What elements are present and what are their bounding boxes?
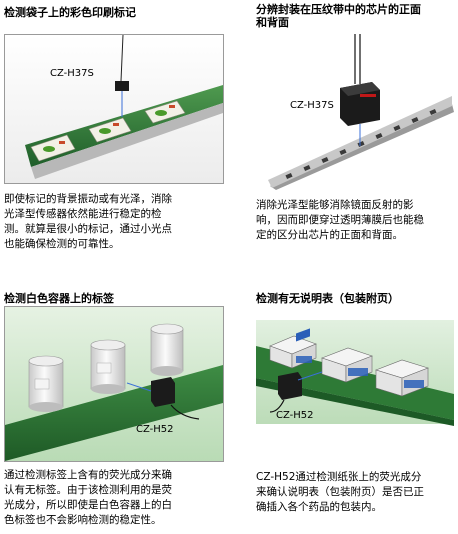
section4-image (256, 306, 454, 462)
desc-line: 也能确保检测的可靠性。 (4, 238, 120, 250)
section3-title: 检测白色容器上的标签 (4, 292, 114, 305)
section2-model-label: CZ-H37S (290, 100, 334, 111)
section2-image (256, 34, 454, 190)
title-line: 和背面 (256, 16, 289, 29)
section1-description: 即使标记的背景振动或有光泽，消除 光泽型传感器依然能进行稳定的检 测。就算是很小… (4, 192, 226, 252)
section4-title: 检测有无说明表（包装附页） (256, 292, 399, 305)
desc-line: 定的区分出芯片的正面和背面。 (256, 229, 403, 241)
section4-model-label: CZ-H52 (276, 410, 314, 421)
desc-line: 即使标记的背景振动或有光泽，消除 (4, 193, 172, 205)
desc-line: 响，因而即便穿过透明薄膜后也能稳 (256, 214, 424, 226)
desc-line: 光泽型传感器依然能进行稳定的检 (4, 208, 162, 220)
title-line: 分辨封装在压纹带中的芯片的正面 (256, 3, 421, 16)
section1-title: 检测袋子上的彩色印刷标记 (4, 6, 136, 19)
desc-line: 色标签也不会影响检测的稳定性。 (4, 514, 162, 526)
section4-description: CZ-H52通过检测纸张上的荧光成分 来确认说明表（包装附页）是否已正 确插入各… (256, 470, 456, 515)
desc-line: 来确认说明表（包装附页）是否已正 (256, 486, 424, 498)
desc-line: 通过检测标签上含有的荧光成分来确 (4, 469, 172, 481)
desc-line: 测。就算是很小的标记，通过小光点 (4, 223, 172, 235)
desc-line: 光成分，所以即使是白色容器上的白 (4, 499, 172, 511)
section2-title: 分辨封装在压纹带中的芯片的正面 和背面 (256, 3, 421, 29)
desc-line: 消除光泽型能够消除镜面反射的影 (256, 199, 414, 211)
desc-line: 认有无标签。由于该检测利用的是荧 (4, 484, 172, 496)
section3-description: 通过检测标签上含有的荧光成分来确 认有无标签。由于该检测利用的是荧 光成分，所以… (4, 468, 226, 528)
section3-image (4, 306, 224, 462)
desc-line: 确插入各个药品的包装内。 (256, 501, 382, 513)
section2-description: 消除光泽型能够消除镜面反射的影 响，因而即便穿过透明薄膜后也能稳 定的区分出芯片… (256, 198, 456, 243)
section1-image (4, 34, 224, 184)
section3-model-label: CZ-H52 (136, 424, 174, 435)
section1-model-label: CZ-H37S (50, 68, 94, 79)
desc-line: CZ-H52通过检测纸张上的荧光成分 (256, 471, 422, 483)
